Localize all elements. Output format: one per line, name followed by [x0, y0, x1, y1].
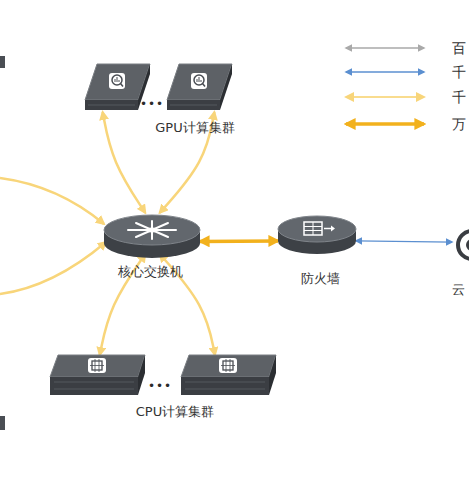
cpu-server-icon	[181, 355, 276, 395]
cloud-icon	[458, 231, 469, 259]
legend-sample	[346, 96, 424, 98]
network-link	[103, 112, 146, 213]
legend-sample	[346, 71, 424, 72]
legend-text: 千	[452, 63, 466, 81]
network-link	[200, 239, 278, 243]
cloud: 云	[452, 228, 469, 260]
ellipsis-mark: •••	[140, 97, 164, 111]
connectors	[100, 112, 452, 355]
network-link	[356, 241, 452, 242]
legend	[346, 48, 424, 124]
firewall-icon	[278, 216, 356, 254]
legend-row	[346, 97, 424, 98]
gpu-server-icon	[167, 64, 232, 110]
firewall: 防火墙	[278, 212, 356, 250]
offscreen-links	[0, 178, 106, 294]
offscreen-device	[0, 56, 5, 68]
link-curve	[0, 178, 104, 224]
offscreen-device	[0, 416, 5, 430]
legend-text: 万	[452, 115, 466, 133]
switch-icon	[104, 215, 200, 258]
legend-row	[346, 124, 424, 125]
node-label: GPU计算集群	[155, 120, 234, 136]
legend-text: 千	[452, 88, 466, 106]
legend-sample	[346, 122, 424, 126]
legend-sample	[346, 47, 424, 48]
node-label: 防火墙	[301, 271, 340, 287]
node-label: 云	[452, 282, 465, 298]
link-curve	[0, 242, 106, 294]
legend-row	[346, 72, 424, 73]
legend-text: 百	[452, 39, 466, 57]
ellipsis-mark: •••	[148, 379, 172, 393]
node-label: CPU计算集群	[136, 404, 214, 420]
core-switch: 核心交换机	[104, 212, 200, 254]
node-label: 核心交换机	[118, 264, 183, 280]
cpu-server-icon	[50, 355, 145, 395]
legend-row	[346, 48, 424, 49]
